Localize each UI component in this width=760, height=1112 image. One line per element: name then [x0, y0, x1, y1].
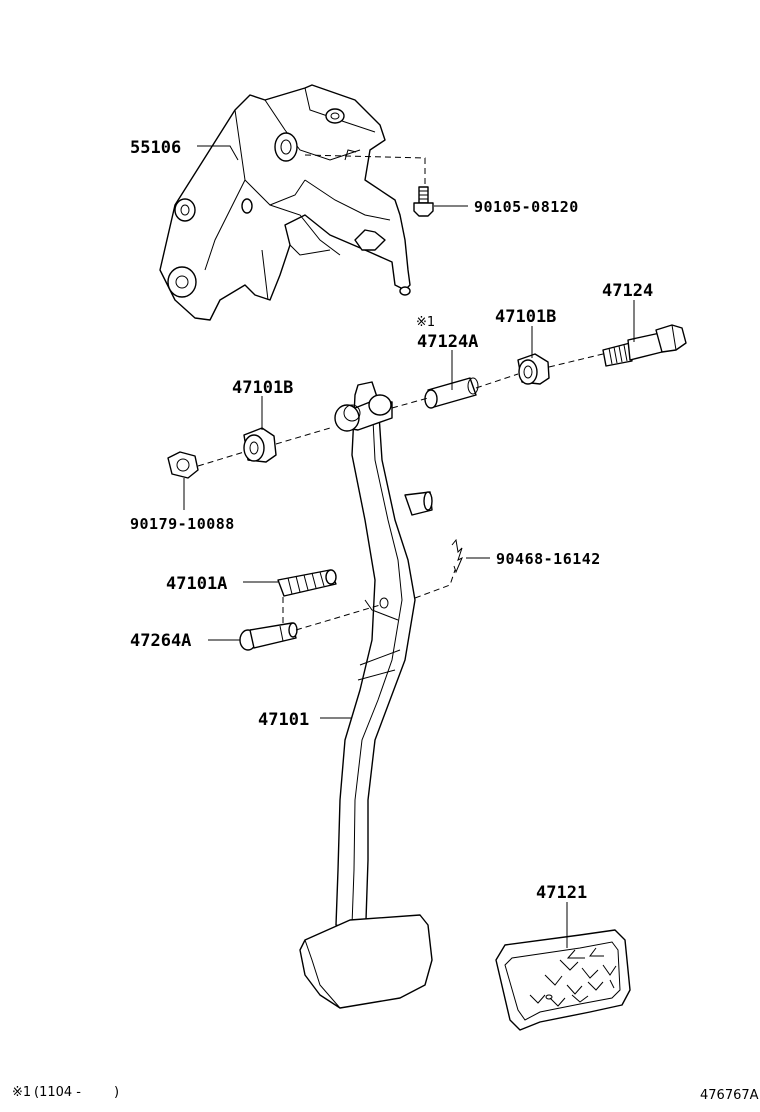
pedal-arm-part	[334, 381, 433, 931]
nut-part	[167, 451, 199, 479]
label-bushing-right: 47101B	[495, 307, 556, 327]
label-bolt-top: 90105-08120	[474, 198, 579, 216]
label-bracket: 55106	[130, 138, 181, 158]
label-bushing-left: 47101B	[232, 378, 293, 398]
label-spring: 47101A	[166, 574, 227, 594]
label-pin: 47264A	[130, 631, 191, 651]
label-pivot-bolt: 47124	[602, 281, 653, 301]
footnote-mark: ※1	[12, 1085, 31, 1100]
label-pedal-arm: 47101	[258, 710, 309, 730]
bushing-left-part	[243, 427, 277, 463]
footnote-text: (1104 - )	[34, 1085, 119, 1100]
leader-lines	[183, 145, 635, 948]
label-pedal-pad: 47121	[536, 883, 587, 903]
pin-axis-line	[295, 569, 456, 631]
clevis-pin-part	[239, 622, 298, 651]
pedal-bracket-part	[159, 84, 426, 321]
label-collar: 47124A	[417, 332, 478, 352]
collar-part	[424, 377, 479, 409]
pivot-bolt-part	[602, 324, 687, 367]
spring-part	[277, 569, 337, 597]
pedal-pad-cover-part	[495, 929, 631, 1031]
flange-bolt-part	[413, 186, 434, 217]
bushing-right-part	[517, 353, 550, 385]
label-nut: 90179-10088	[130, 515, 235, 533]
pivot-axis-line	[197, 353, 604, 467]
clip-part	[451, 538, 463, 574]
diagram-code: 476767A	[700, 1088, 759, 1103]
pedal-foot-pad-part	[299, 914, 433, 1009]
label-clip: 90468-16142	[496, 550, 601, 568]
label-collar-note-mark: ※1	[416, 315, 435, 330]
